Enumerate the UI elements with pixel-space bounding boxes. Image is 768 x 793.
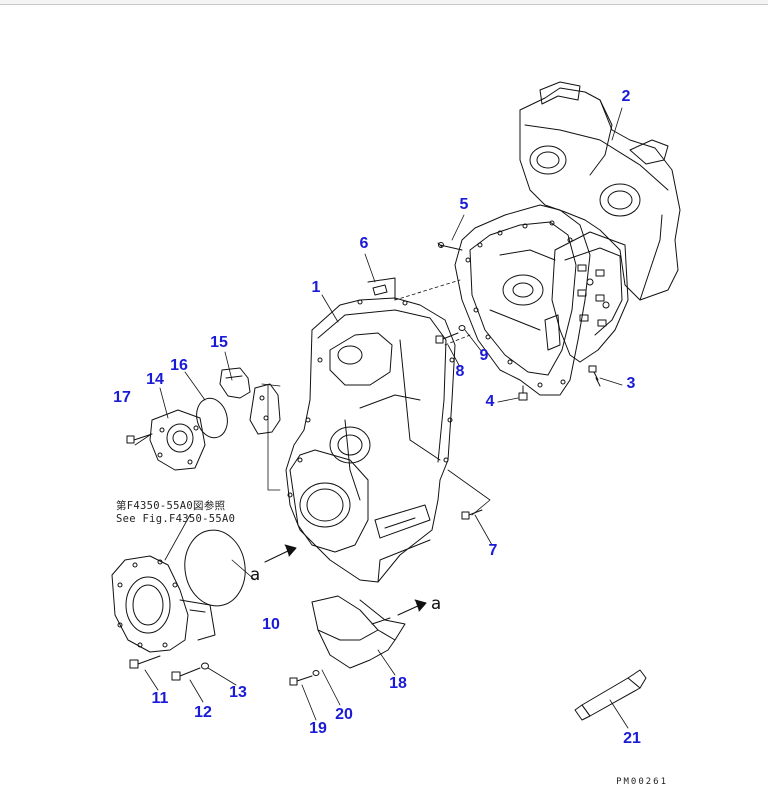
- transmission-rear-cover: [454, 204, 591, 396]
- cover-part-14: [149, 409, 206, 471]
- bolt-part-17: [126, 433, 153, 444]
- callout-18: 18: [389, 675, 407, 692]
- leader-lines: [134, 107, 629, 729]
- rear-housing-part-2: [519, 81, 681, 301]
- bolt-part-8: [435, 332, 459, 344]
- valve-body: [551, 231, 629, 363]
- reference-note-english: See Fig.F4350-55A0: [116, 513, 236, 525]
- callout-17: 17: [113, 389, 131, 406]
- reference-arrow-left: [264, 544, 297, 563]
- front-housing-reference: [111, 555, 216, 653]
- bolt-part-3: [588, 365, 601, 387]
- callout-16: 16: [170, 357, 188, 374]
- callout-20: 20: [335, 706, 353, 723]
- reference-note-japanese: 第F4350-55A0図参照: [116, 500, 226, 512]
- reference-letter-right: a: [430, 594, 442, 614]
- gasket-part-10: [184, 529, 246, 607]
- washer-part-9: [458, 325, 466, 331]
- plate-part-15: [219, 367, 281, 435]
- callout-5: 5: [459, 196, 469, 213]
- callout-12: 12: [194, 704, 212, 721]
- o-ring-part-16: [196, 397, 228, 439]
- window-top-edge: [0, 0, 768, 5]
- callout-8: 8: [455, 363, 465, 380]
- callout-15: 15: [210, 334, 228, 351]
- washer-part-13: [201, 662, 209, 670]
- reference-letter-left: a: [249, 565, 261, 585]
- bolt-part-12: [171, 667, 201, 681]
- callout-13: 13: [229, 684, 247, 701]
- transmission-case-part-1: [285, 297, 456, 583]
- strainer-part-18: [311, 595, 406, 669]
- callout-6: 6: [359, 235, 369, 252]
- dowel-pin-part-6: [367, 277, 396, 301]
- bolt-part-4: [518, 385, 528, 401]
- callout-19: 19: [309, 720, 327, 737]
- washer-part-20: [312, 670, 320, 676]
- callout-4: 4: [485, 393, 495, 410]
- drawing-number: PM00261: [616, 777, 668, 787]
- callout-2: 2: [621, 88, 631, 105]
- callout-10: 10: [262, 616, 280, 633]
- bolt-part-11: [129, 655, 161, 669]
- bolt-part-19: [289, 675, 313, 686]
- callout-21: 21: [623, 730, 641, 747]
- sealant-tube-part-21: [574, 669, 647, 721]
- callout-1: 1: [311, 279, 321, 296]
- callout-3: 3: [626, 375, 636, 392]
- bolt-part-5: [437, 242, 463, 251]
- callout-11: 11: [151, 690, 169, 707]
- callout-14: 14: [146, 371, 164, 388]
- callout-7: 7: [488, 542, 498, 559]
- callout-9: 9: [479, 347, 489, 364]
- reference-arrow-right: [397, 599, 427, 616]
